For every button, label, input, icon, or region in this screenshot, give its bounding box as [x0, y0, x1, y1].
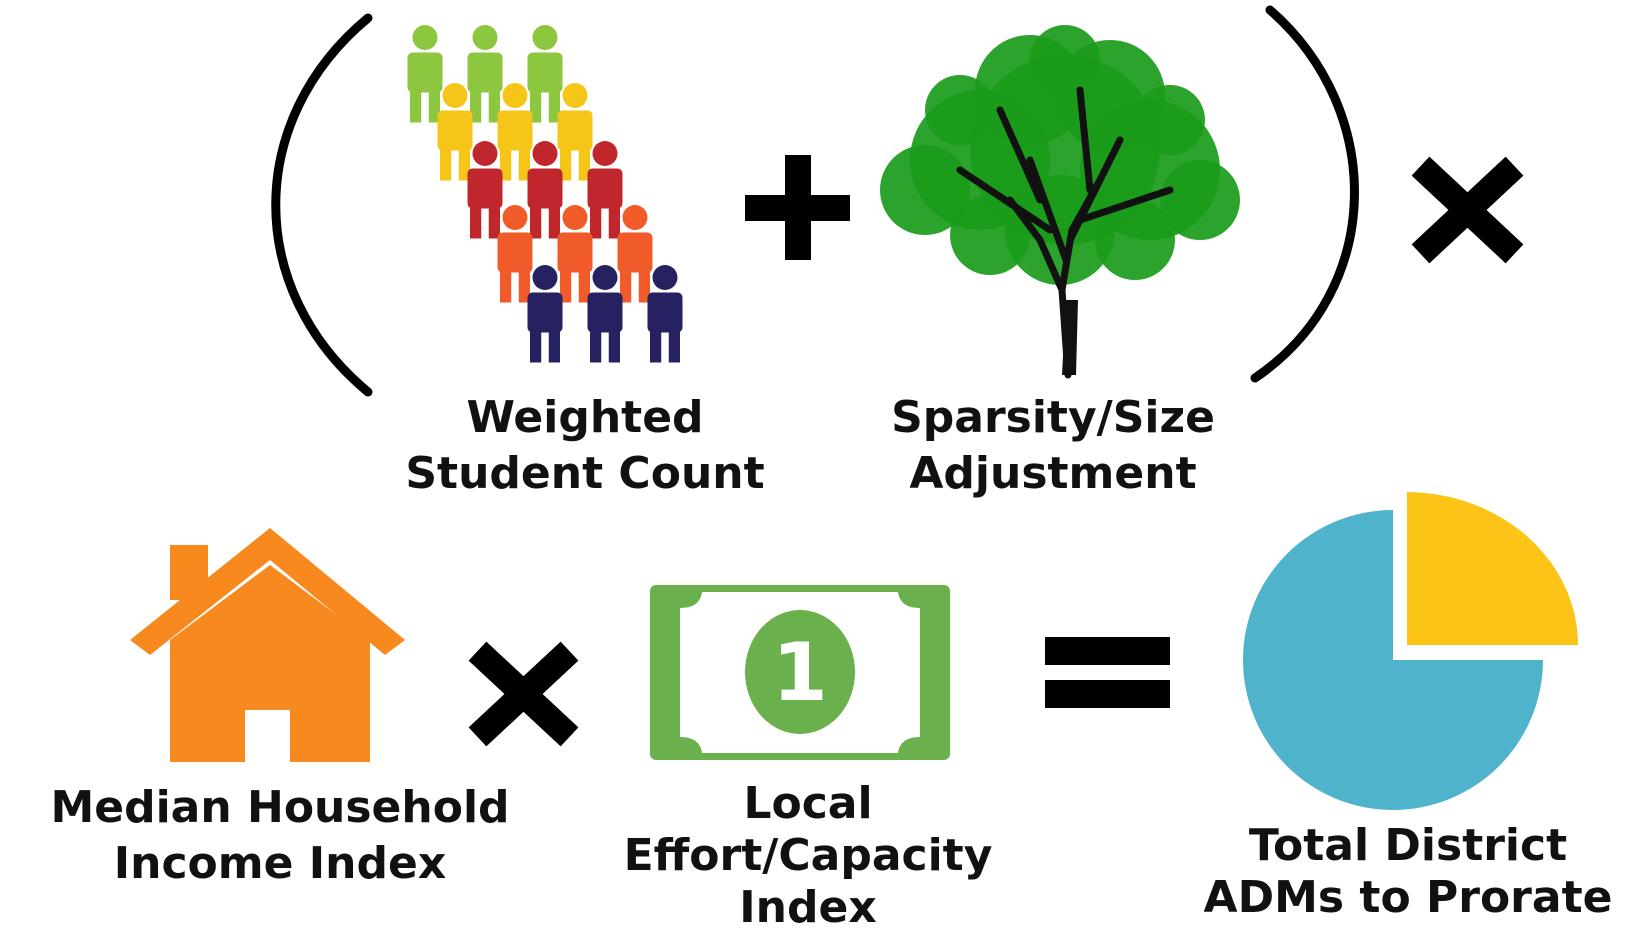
- local-effort-label-line2: Effort/Capacity: [624, 830, 993, 881]
- person-figure: [497, 83, 533, 181]
- person-figure: [557, 83, 593, 181]
- open-parenthesis: [271, 13, 373, 397]
- person-figure: [647, 265, 683, 363]
- person-figure: [497, 205, 533, 303]
- tree-trunk: [956, 86, 1174, 379]
- local-effort-label-line1: Local: [743, 778, 872, 829]
- pie-main-sector: [1243, 510, 1543, 810]
- total-district-label-line2: ADMs to Prorate: [1204, 872, 1613, 923]
- tree-icon: [880, 25, 1240, 379]
- local-effort-label-line3: Index: [739, 882, 876, 928]
- multiply-operator-bottom: [468, 641, 579, 747]
- median-household-label-line2: Income Index: [114, 838, 446, 889]
- person-figure: [527, 141, 563, 239]
- sparsity-size-label-line1: Sparsity/Size: [891, 392, 1215, 443]
- tree-foliage: [1135, 85, 1205, 155]
- tree-foliage: [1030, 25, 1100, 95]
- person-figure: [467, 25, 503, 123]
- person-figure: [467, 141, 503, 239]
- weighted-student-count-label-line2: Student Count: [405, 448, 764, 499]
- dollar-bill-icon: 1: [650, 585, 950, 760]
- weighted-student-count-label-line1: Weighted: [466, 392, 703, 443]
- people-group-icon: [407, 25, 683, 363]
- person-figure: [527, 25, 563, 123]
- total-district-label-line1: Total District: [1249, 820, 1567, 871]
- person-figure: [587, 141, 623, 239]
- person-figure: [557, 205, 593, 303]
- person-figure: [437, 83, 473, 181]
- median-household-label-line1: Median Household: [50, 782, 509, 833]
- close-parenthesis: [1250, 5, 1359, 383]
- pie-chart-icon: [1243, 492, 1578, 810]
- person-figure: [407, 25, 443, 123]
- pie-slice-sector: [1407, 492, 1578, 645]
- bill-numeral: 1: [772, 626, 828, 719]
- tree-foliage: [1095, 200, 1175, 280]
- sparsity-size-label-line2: Adjustment: [909, 448, 1196, 499]
- tree-foliage: [1160, 160, 1240, 240]
- tree-foliage: [950, 195, 1030, 275]
- tree-foliage: [880, 145, 970, 235]
- equals-operator: [1045, 637, 1170, 708]
- person-figure: [527, 265, 563, 363]
- person-figure: [587, 265, 623, 363]
- multiply-operator-top: [1411, 156, 1524, 264]
- person-figure: [617, 205, 653, 303]
- house-icon: [130, 528, 405, 762]
- tree-foliage: [925, 75, 995, 145]
- plus-operator: [745, 155, 850, 260]
- tree-canopy: [880, 25, 1240, 285]
